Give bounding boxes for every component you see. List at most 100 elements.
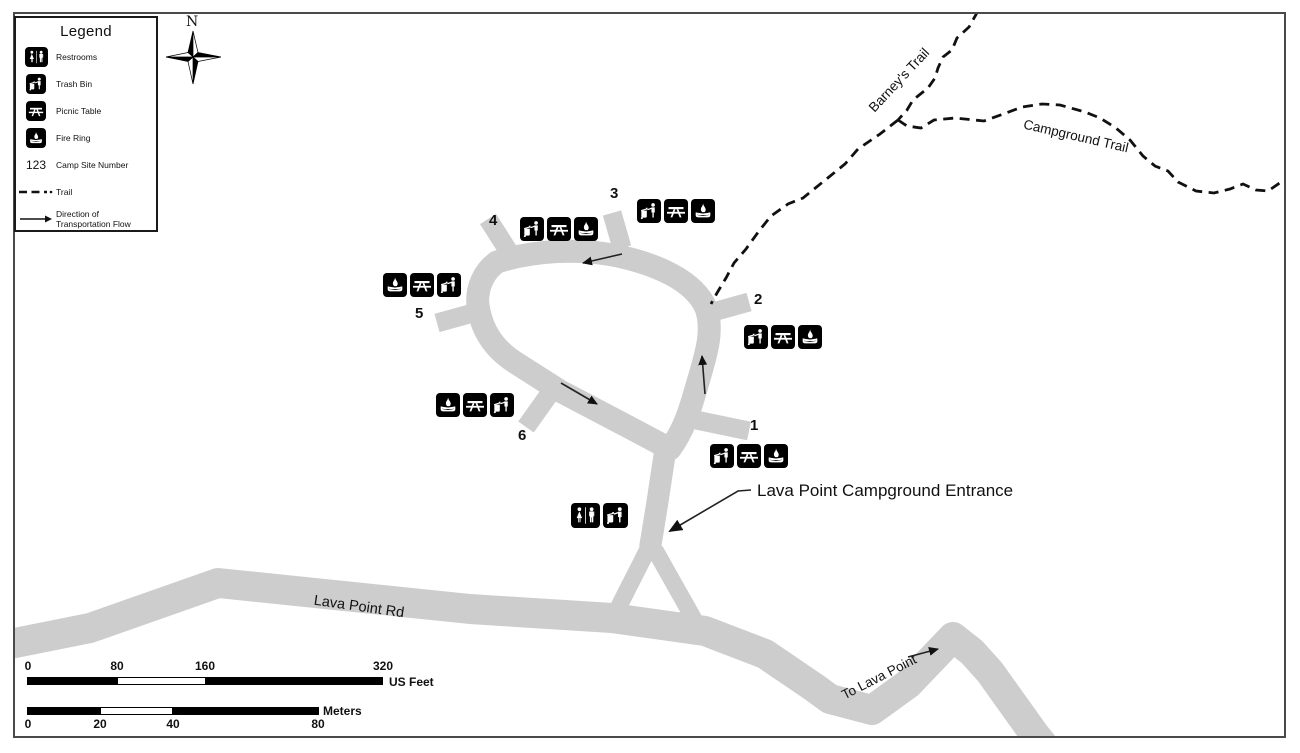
feet-unit-label: US Feet [389,675,434,689]
map-frame [13,12,1286,738]
legend-item: Direction of Transportation Flow [16,205,156,232]
legend-item-label: Picnic Table [56,105,102,116]
legend-item-label: Restrooms [56,51,98,62]
trash-icon [710,444,734,468]
meters-tick-40: 40 [166,717,180,731]
legend-icon-cell [16,214,56,224]
flow-arrow-top [582,253,623,266]
meters-tick-20: 20 [93,717,107,731]
trash-icon [637,199,661,223]
feet-tick-160: 160 [194,659,216,673]
campground-trail-path [897,102,1285,195]
to-lava-point-arrow [907,646,939,658]
legend-title: Legend [60,23,112,40]
legend-item-label: Fire Ring [56,132,91,143]
legend-item: 123 Camp Site Number [16,151,156,178]
feet-tick-80: 80 [110,659,124,673]
feet-bar [27,677,383,685]
picnic-icon [737,444,761,468]
trails [709,13,1285,305]
fire-icon [436,393,460,417]
picnic-icon [463,393,487,417]
legend-icon-cell [16,100,56,121]
legend-icon-cell [16,73,56,94]
compass-rose [165,30,222,85]
site-amenities [520,217,598,241]
flow-arrow-right [698,355,708,395]
site-amenities [637,199,715,223]
feet-tick-0: 0 [24,659,32,673]
flow-arrow-icon [20,215,52,222]
site-spurs [434,210,752,441]
site-number: 3 [610,185,619,202]
trash-icon [437,273,461,297]
legend-item: Trail [16,178,156,205]
north-label: N [186,14,199,30]
entrance-road [639,450,676,550]
fire-icon [764,444,788,468]
fire-icon [574,217,598,241]
legend-item: Restrooms [16,43,156,70]
legend-item-label: Direction of Transportation Flow [56,208,131,229]
meters-bar [27,707,319,715]
site-number: 6 [518,427,527,444]
trash-icon [490,393,514,417]
feet-tick-320: 320 [372,659,394,673]
legend-icon-cell [16,127,56,148]
legend-item: Fire Ring [16,124,156,151]
picnic-icon [547,217,571,241]
entrance-facilities [571,503,628,528]
trash-icon [603,503,628,528]
site-amenities [710,444,788,468]
flow-arrows [560,253,939,658]
restrooms-icon [571,503,600,528]
restrooms-icon [24,46,48,67]
legend-icon-cell [16,46,56,67]
legend-item-label: Camp Site Number [56,159,129,170]
legend-item-label: Trail [56,186,73,197]
picnic-icon [664,199,688,223]
site-amenities [436,393,514,417]
site-number-sample: 123 [25,157,47,172]
feet-bar-white-segment [117,677,206,685]
roads [14,210,1056,737]
legend-item-label: Trash Bin [56,78,93,89]
picnic-icon [26,100,46,121]
trash-icon [744,325,768,349]
trail-to-campground-path [709,118,899,305]
legend-item: Trash Bin [16,70,156,97]
fire-icon [691,199,715,223]
legend-icon-cell [16,188,56,196]
lava-point-road [14,568,1056,737]
meters-tick-80: 80 [311,717,325,731]
barneys-trail-path [896,13,979,121]
site-number: 2 [754,291,763,308]
entrance-callout-arrow [668,489,752,533]
site-number: 4 [489,212,498,229]
meters-unit-label: Meters [323,704,362,718]
picnic-icon [771,325,795,349]
entrance-label: Lava Point Campground Entrance [757,481,1014,500]
trash-icon [520,217,544,241]
trash-icon [26,73,46,94]
fire-icon [26,127,46,148]
trail-line-icon [19,190,53,193]
fire-icon [383,273,407,297]
picnic-icon [410,273,434,297]
legend-icon-cell: 123 [16,158,56,172]
site-number: 5 [415,305,424,322]
site-amenities [383,273,461,297]
entrance-fork-left [604,541,658,624]
meters-tick-0: 0 [24,717,32,731]
fire-icon [798,325,822,349]
legend-item: Picnic Table [16,97,156,124]
flow-arrow-bottom [560,382,598,405]
site-number: 1 [750,417,759,434]
site-amenities [744,325,822,349]
meters-bar-white-segment [100,707,173,715]
